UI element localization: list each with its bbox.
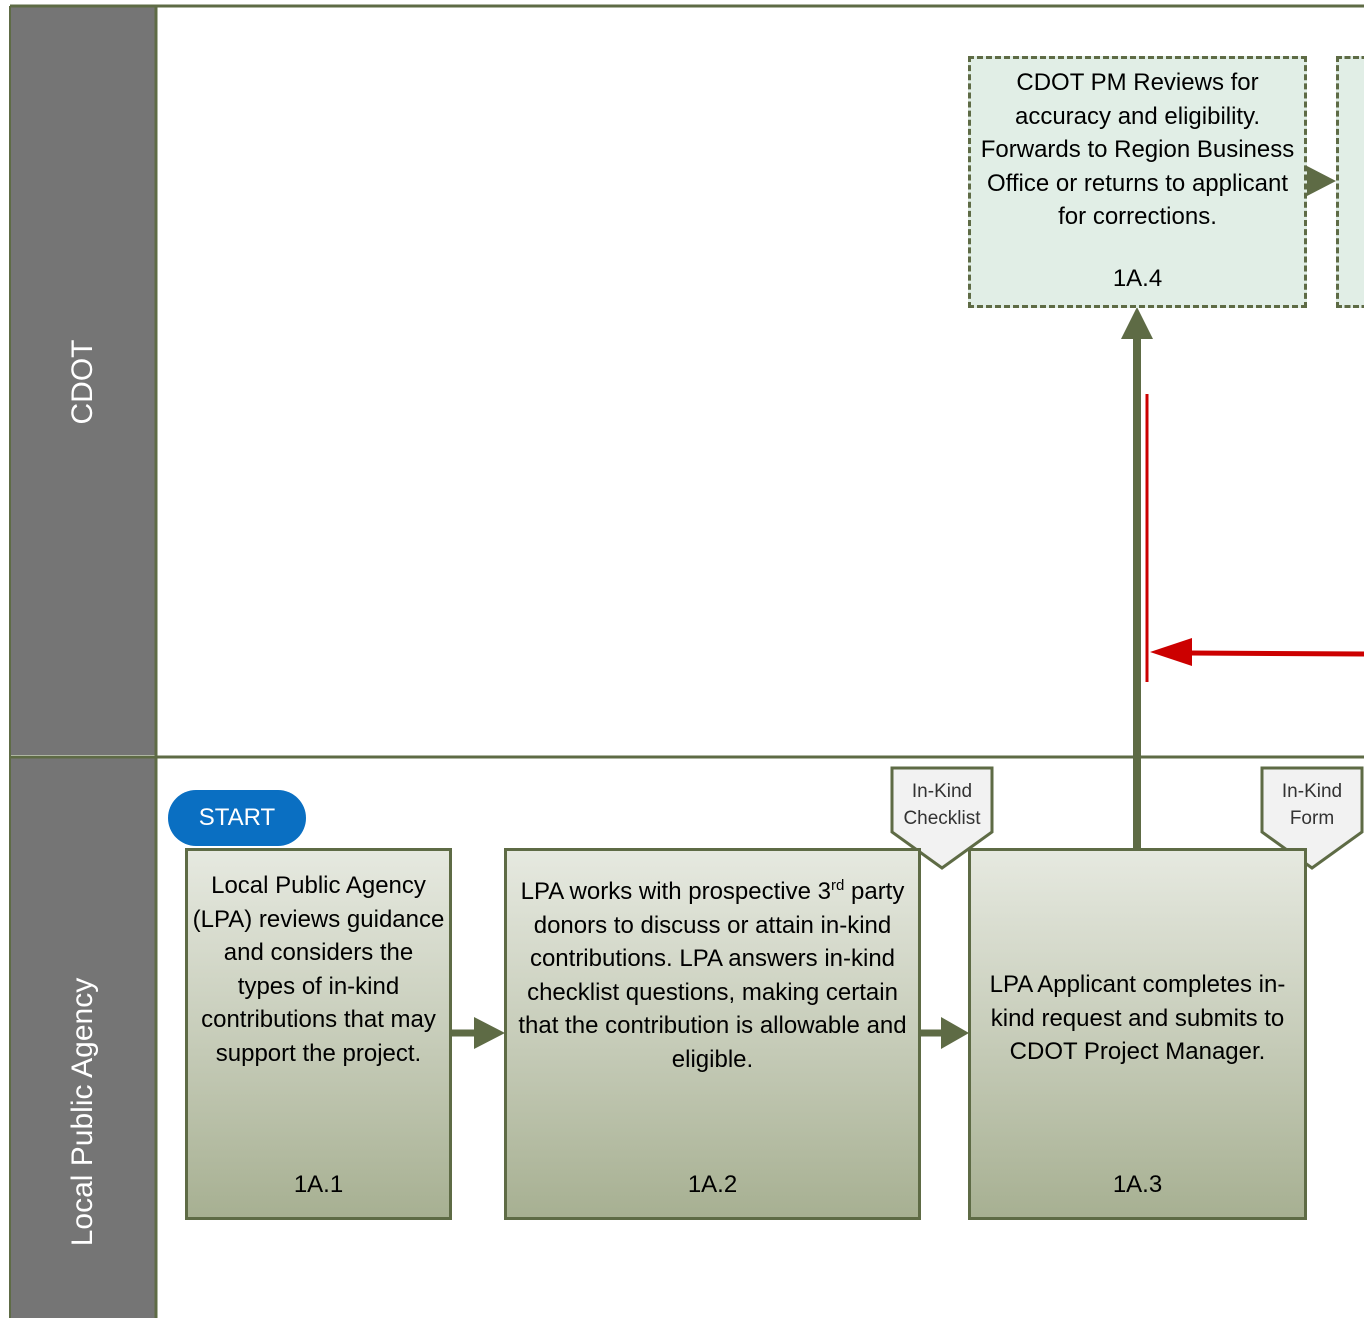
- checklist-line2: Checklist: [903, 808, 981, 829]
- step-1a3[interactable]: LPA Applicant completes in-kind request …: [968, 848, 1307, 1220]
- step-1a2-text-a: LPA works with prospective 3: [520, 878, 831, 905]
- lpa-lane-header: [10, 757, 156, 1318]
- form-document-label: In-Kind Form: [1252, 778, 1364, 832]
- checklist-document-icon: [890, 766, 994, 870]
- step-1a4-id: 1A.4: [1112, 265, 1163, 292]
- step-1a4-text: CDOT PM Reviews for accuracy and eligibi…: [980, 69, 1295, 230]
- lane-label-cdot: CDOT: [66, 339, 99, 425]
- cdot-lane-header: [10, 6, 156, 755]
- form-line1: In-Kind: [1281, 781, 1343, 802]
- step-1a2-id: 1A.2: [687, 1171, 738, 1198]
- arrow-2-to-3-head: [941, 1017, 969, 1049]
- step-1a3-text: LPA Applicant completes in-kind request …: [989, 971, 1286, 1065]
- arrow-4-to-next-head: [1307, 166, 1336, 196]
- next-step-partial[interactable]: [1336, 56, 1364, 308]
- arrow-3-to-4-head: [1121, 307, 1153, 339]
- return-arrow-head: [1150, 638, 1192, 666]
- step-1a3-id: 1A.3: [1112, 1171, 1163, 1198]
- step-1a2[interactable]: LPA works with prospective 3rd party don…: [504, 848, 921, 1220]
- start-terminator[interactable]: START: [168, 790, 306, 846]
- form-document-icon: [1260, 766, 1364, 870]
- step-1a4[interactable]: CDOT PM Reviews for accuracy and eligibi…: [968, 56, 1307, 308]
- step-1a1-text: Local Public Agency (LPA) reviews guidan…: [192, 872, 445, 1067]
- step-1a1[interactable]: Local Public Agency (LPA) reviews guidan…: [185, 848, 452, 1220]
- lane-label-lpa: Local Public Agency: [66, 977, 99, 1247]
- return-arrow-shaft: [1189, 650, 1364, 657]
- step-1a1-id: 1A.1: [293, 1171, 344, 1198]
- step-1a2-sup: rd: [830, 877, 845, 894]
- arrow-1-to-2-head: [474, 1017, 505, 1049]
- form-line2: Form: [1289, 808, 1335, 829]
- step-1a2-text: LPA works with prospective 3rd party don…: [507, 851, 918, 1076]
- checklist-document-label: In-Kind Checklist: [882, 778, 1002, 832]
- step-1a2-text-b: party donors to discuss or attain in-kin…: [518, 878, 907, 1073]
- checklist-line1: In-Kind: [911, 781, 973, 802]
